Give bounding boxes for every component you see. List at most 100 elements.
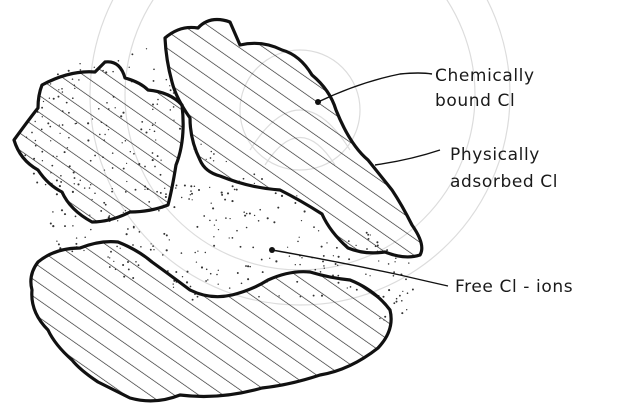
stipple-dot bbox=[94, 67, 95, 68]
stipple-dot bbox=[323, 255, 325, 257]
stipple-dot bbox=[337, 265, 338, 266]
stipple-dot bbox=[388, 263, 390, 265]
stipple-dot bbox=[215, 219, 216, 220]
stipple-dot bbox=[378, 260, 379, 261]
label-free-cl-ions: Free Cl - ions bbox=[455, 277, 573, 297]
stipple-dot bbox=[221, 192, 223, 194]
stipple-dot bbox=[333, 255, 334, 256]
stipple-dot bbox=[318, 230, 319, 231]
stipple-dot bbox=[324, 268, 325, 269]
stipple-dot bbox=[126, 233, 128, 235]
stipple-dot bbox=[210, 273, 212, 275]
stipple-dot bbox=[127, 228, 129, 230]
stipple-dot bbox=[338, 256, 340, 258]
stipple-dot bbox=[153, 80, 155, 82]
stipple-dot bbox=[131, 53, 133, 55]
solid-particle-left bbox=[14, 62, 183, 222]
stipple-dot bbox=[244, 215, 246, 217]
stipple-dot bbox=[321, 246, 323, 248]
stipple-dot bbox=[197, 250, 198, 251]
stipple-dot bbox=[249, 266, 251, 268]
stipple-dot bbox=[205, 280, 207, 282]
stipple-dot bbox=[326, 242, 327, 243]
stipple-dot bbox=[294, 202, 296, 204]
label-adsorbed-cl: adsorbed Cl bbox=[450, 172, 558, 192]
stipple-dot bbox=[401, 312, 403, 314]
stipple-dot bbox=[169, 85, 170, 86]
stipple-dot bbox=[232, 237, 234, 239]
stipple-dot bbox=[289, 255, 290, 256]
stipple-dot bbox=[201, 266, 203, 268]
stipple-dot bbox=[247, 278, 249, 280]
stipple-dot bbox=[169, 239, 170, 240]
stipple-dot bbox=[203, 215, 205, 217]
stipple-dot bbox=[79, 63, 80, 64]
stipple-dot bbox=[269, 258, 270, 259]
stipple-dot bbox=[218, 270, 219, 271]
stipple-dot bbox=[214, 224, 215, 225]
stipple-dot bbox=[246, 227, 248, 229]
stipple-dot bbox=[320, 271, 322, 273]
stipple-dot bbox=[52, 225, 54, 227]
stipple-dot bbox=[267, 217, 269, 219]
stipple-dot bbox=[236, 230, 238, 232]
stipple-dot bbox=[205, 252, 206, 253]
stipple-dot bbox=[225, 217, 227, 219]
stipple-dot bbox=[190, 286, 192, 288]
stipple-dot bbox=[218, 229, 219, 230]
stipple-dot bbox=[117, 220, 118, 221]
stipple-dot bbox=[192, 199, 193, 200]
stipple-dot bbox=[245, 265, 247, 267]
stipple-dot bbox=[229, 237, 230, 238]
stipple-dot bbox=[337, 275, 339, 277]
stipple-dot bbox=[33, 173, 35, 175]
stipple-dot bbox=[237, 272, 239, 274]
stipple-dot bbox=[173, 206, 175, 208]
stipple-dot bbox=[396, 298, 398, 300]
stipple-dot bbox=[153, 68, 155, 70]
stipple-dot bbox=[163, 233, 165, 235]
stipple-dot bbox=[408, 262, 409, 263]
stipple-dot bbox=[57, 73, 59, 75]
stipple-dot bbox=[198, 189, 200, 191]
pointer-dot-free bbox=[269, 247, 275, 253]
stipple-dot bbox=[299, 237, 300, 238]
stipple-dot bbox=[170, 89, 172, 91]
stipple-dot bbox=[313, 226, 315, 228]
stipple-dot bbox=[166, 79, 168, 81]
stipple-dot bbox=[402, 291, 403, 292]
stipple-dot bbox=[186, 271, 188, 273]
stipple-dot bbox=[75, 243, 77, 245]
stipple-dot bbox=[261, 259, 263, 261]
stipple-dot bbox=[299, 264, 300, 265]
stipple-dot bbox=[158, 210, 160, 212]
stipple-dot bbox=[365, 273, 366, 274]
stipple-dot bbox=[254, 215, 255, 216]
pointer-dot-chemical bbox=[315, 99, 321, 105]
stipple-dot bbox=[249, 212, 251, 214]
stipple-dot bbox=[68, 70, 70, 72]
stipple-dot bbox=[369, 275, 370, 276]
stipple-dot bbox=[139, 231, 141, 233]
stipple-dot bbox=[58, 243, 60, 245]
stipple-dot bbox=[401, 300, 403, 302]
stipple-dot bbox=[190, 194, 191, 195]
stipple-dot bbox=[211, 203, 212, 204]
stipple-dot bbox=[190, 185, 192, 187]
stipple-dot bbox=[301, 257, 302, 258]
stipple-dot bbox=[207, 279, 208, 280]
stipple-dot bbox=[252, 247, 254, 249]
stipple-dot bbox=[393, 302, 395, 304]
stipple-dot bbox=[153, 249, 154, 250]
stipple-dot bbox=[234, 189, 236, 191]
stipple-dot bbox=[133, 226, 135, 228]
stipple-dot bbox=[388, 289, 390, 291]
stipple-dot bbox=[322, 260, 324, 262]
stipple-dot bbox=[64, 225, 66, 227]
stipple-dot bbox=[231, 200, 233, 202]
stipple-dot bbox=[176, 184, 178, 186]
stipple-dot bbox=[259, 209, 261, 211]
stipple-dot bbox=[393, 275, 395, 277]
stipple-dot bbox=[175, 187, 177, 189]
stipple-dot bbox=[45, 184, 46, 185]
